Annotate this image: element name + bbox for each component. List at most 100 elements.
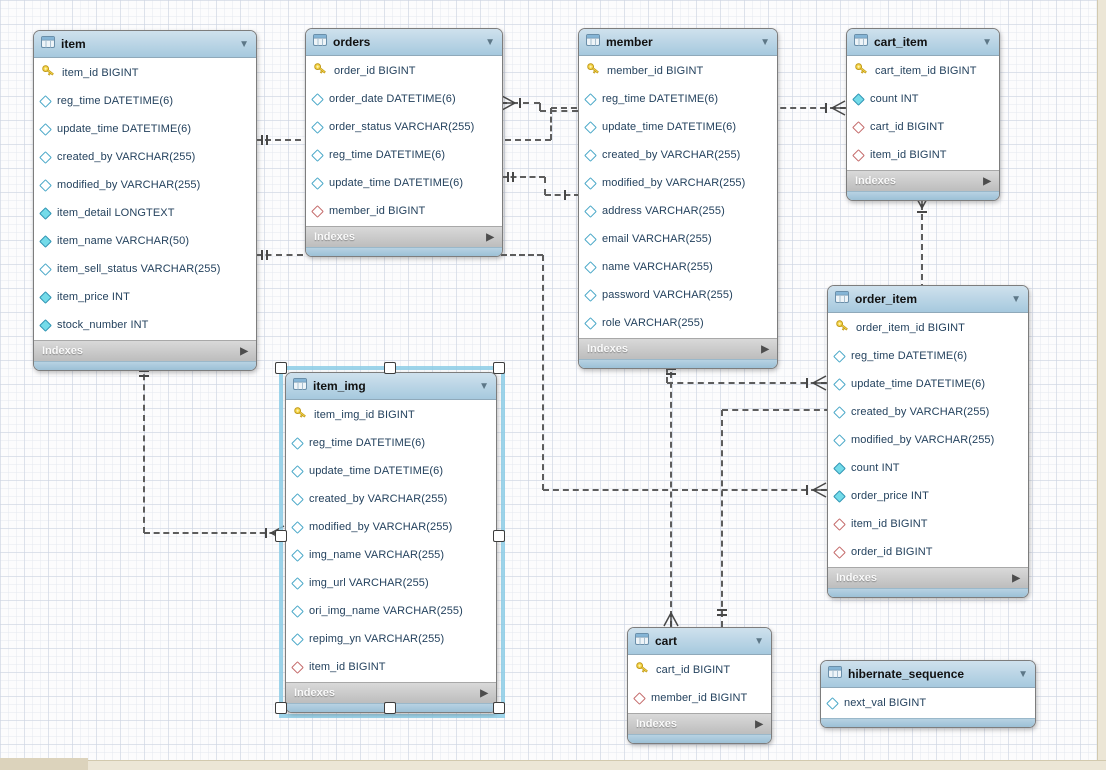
column-row-order_id[interactable]: order_id BIGINT [306,57,502,85]
collapse-arrow-icon[interactable]: ▼ [1018,668,1028,680]
collapse-arrow-icon[interactable]: ▼ [982,36,992,48]
table-header[interactable]: item▼ [34,31,256,58]
column-row-email[interactable]: email VARCHAR(255) [579,225,777,253]
column-row-created_by[interactable]: created_by VARCHAR(255) [286,485,496,513]
column-row-order_status[interactable]: order_status VARCHAR(255) [306,113,502,141]
indexes-footer[interactable]: Indexes▶ [34,340,256,361]
column-row-name[interactable]: name VARCHAR(255) [579,253,777,281]
column-row-repimg_yn[interactable]: repimg_yn VARCHAR(255) [286,625,496,653]
column-row-reg_time[interactable]: reg_time DATETIME(6) [286,429,496,457]
column-row-count[interactable]: count INT [847,85,999,113]
collapse-arrow-icon[interactable]: ▼ [760,36,770,48]
relationship-line-fk_item_img_item[interactable] [143,364,145,533]
expand-arrow-icon[interactable]: ▶ [1012,572,1020,584]
relationship-line-fk_order_item_item[interactable] [501,254,543,256]
column-row-role[interactable]: role VARCHAR(255) [579,309,777,337]
column-row-cart_id[interactable]: cart_id BIGINT [628,656,771,684]
column-row-reg_time[interactable]: reg_time DATETIME(6) [306,141,502,169]
relationship-line-fk_order_item_item[interactable] [542,255,544,490]
column-row-update_time[interactable]: update_time DATETIME(6) [828,370,1028,398]
column-row-update_time[interactable]: update_time DATETIME(6) [579,113,777,141]
selection-handle[interactable] [275,362,287,374]
table-header[interactable]: member▼ [579,29,777,56]
table-header[interactable]: orders▼ [306,29,502,56]
column-row-order_item_id[interactable]: order_item_id BIGINT [828,314,1028,342]
column-row-update_time[interactable]: update_time DATETIME(6) [286,457,496,485]
collapse-arrow-icon[interactable]: ▼ [485,36,495,48]
column-row-modified_by[interactable]: modified_by VARCHAR(255) [286,513,496,541]
indexes-footer[interactable]: Indexes▶ [306,226,502,247]
selection-handle[interactable] [493,530,505,542]
column-row-cart_id[interactable]: cart_id BIGINT [847,113,999,141]
column-row-password[interactable]: password VARCHAR(255) [579,281,777,309]
indexes-footer[interactable]: Indexes▶ [579,338,777,359]
column-row-img_name[interactable]: img_name VARCHAR(255) [286,541,496,569]
relationship-line-fk_order_item_item[interactable] [543,489,827,491]
column-row-count[interactable]: count INT [828,454,1028,482]
column-row-created_by[interactable]: created_by VARCHAR(255) [579,141,777,169]
column-row-item_sell_status[interactable]: item_sell_status VARCHAR(255) [34,255,256,283]
collapse-arrow-icon[interactable]: ▼ [479,380,489,392]
column-row-created_by[interactable]: created_by VARCHAR(255) [828,398,1028,426]
selection-handle[interactable] [384,362,396,374]
column-row-order_date[interactable]: order_date DATETIME(6) [306,85,502,113]
column-row-created_by[interactable]: created_by VARCHAR(255) [34,143,256,171]
table-header[interactable]: order_item▼ [828,286,1028,313]
selection-handle[interactable] [384,702,396,714]
column-row-item_img_id[interactable]: item_img_id BIGINT [286,401,496,429]
column-row-item_id[interactable]: item_id BIGINT [828,510,1028,538]
column-row-cart_item_id[interactable]: cart_item_id BIGINT [847,57,999,85]
column-row-modified_by[interactable]: modified_by VARCHAR(255) [34,171,256,199]
expand-arrow-icon[interactable]: ▶ [240,345,248,357]
relationship-line-fk_cart_item_cart[interactable] [721,410,723,627]
relationship-line-fk_cart_item_cart[interactable] [722,409,922,411]
expand-arrow-icon[interactable]: ▶ [761,343,769,355]
selection-handle[interactable] [275,702,287,714]
relationship-line-fk_orders_member[interactable] [539,103,541,111]
column-row-modified_by[interactable]: modified_by VARCHAR(255) [579,169,777,197]
column-row-address[interactable]: address VARCHAR(255) [579,197,777,225]
selection-handle[interactable] [275,530,287,542]
column-row-item_id[interactable]: item_id BIGINT [847,141,999,169]
collapse-arrow-icon[interactable]: ▼ [754,635,764,647]
column-row-update_time[interactable]: update_time DATETIME(6) [306,169,502,197]
column-row-update_time[interactable]: update_time DATETIME(6) [34,115,256,143]
column-row-reg_time[interactable]: reg_time DATETIME(6) [34,87,256,115]
column-row-stock_number[interactable]: stock_number INT [34,311,256,339]
expand-arrow-icon[interactable]: ▶ [480,687,488,699]
relationship-line-fk_cart_member[interactable] [670,362,672,627]
column-row-member_id[interactable]: member_id BIGINT [579,57,777,85]
column-row-item_detail[interactable]: item_detail LONGTEXT [34,199,256,227]
relationship-line-fk_item_img_item[interactable] [144,532,285,534]
expand-arrow-icon[interactable]: ▶ [755,718,763,730]
collapse-arrow-icon[interactable]: ▼ [1011,293,1021,305]
relationship-line-fk_order_item_orders[interactable] [667,382,827,384]
collapse-arrow-icon[interactable]: ▼ [239,38,249,50]
column-row-reg_time[interactable]: reg_time DATETIME(6) [828,342,1028,370]
indexes-footer[interactable]: Indexes▶ [628,713,771,734]
indexes-footer[interactable]: Indexes▶ [847,170,999,191]
column-row-ori_img_name[interactable]: ori_img_name VARCHAR(255) [286,597,496,625]
column-row-next_val[interactable]: next_val BIGINT [821,689,1035,717]
relationship-line-fk_order_item_orders[interactable] [501,176,545,178]
selection-handle[interactable] [493,362,505,374]
table-header[interactable]: hibernate_sequence▼ [821,661,1035,688]
column-row-item_id[interactable]: item_id BIGINT [34,59,256,87]
table-header[interactable]: cart_item▼ [847,29,999,56]
column-row-item_name[interactable]: item_name VARCHAR(50) [34,227,256,255]
column-row-reg_time[interactable]: reg_time DATETIME(6) [579,85,777,113]
indexes-footer[interactable]: Indexes▶ [828,567,1028,588]
column-row-item_id[interactable]: item_id BIGINT [286,653,496,681]
column-row-order_price[interactable]: order_price INT [828,482,1028,510]
selection-handle[interactable] [493,702,505,714]
table-header[interactable]: cart▼ [628,628,771,655]
column-row-member_id[interactable]: member_id BIGINT [628,684,771,712]
column-row-img_url[interactable]: img_url VARCHAR(255) [286,569,496,597]
